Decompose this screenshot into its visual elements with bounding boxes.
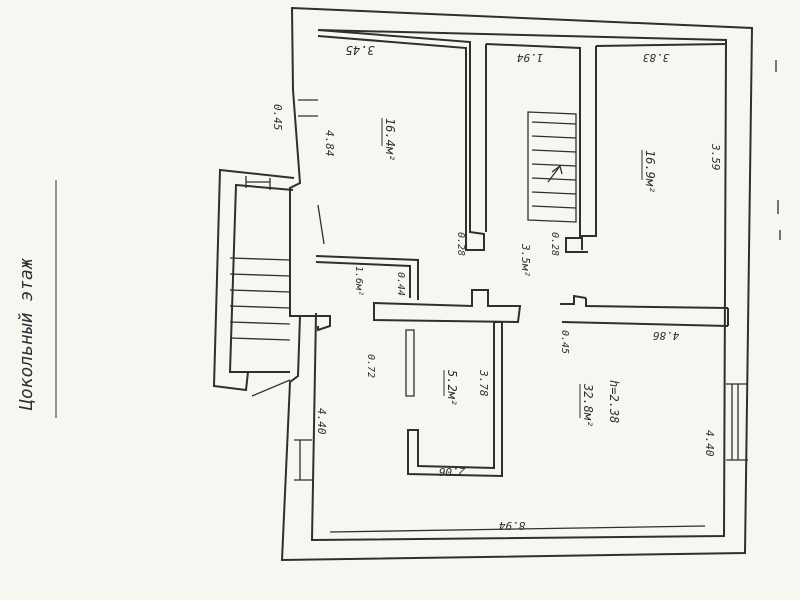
label-overall-width: 8.94: [499, 519, 526, 532]
label-room-bottom-right-width: 4.86: [652, 329, 679, 342]
entrance-stair-steps: [229, 257, 291, 341]
label-stair-hall-width: 1.94: [517, 51, 544, 64]
hall-stair-steps: [531, 121, 577, 209]
label-exterior-wall-thickness: 0.45: [271, 104, 284, 131]
label-room-bottom-right-area: 32.8м²: [581, 383, 595, 427]
room-top-left: [298, 29, 485, 251]
label-left-wall-length: 4.40: [315, 408, 328, 435]
label-room-top-left-width: 3.45: [346, 43, 376, 57]
label-partition-right: 0.28: [549, 232, 560, 256]
label-room-top-right-area: 16.9м²: [643, 150, 657, 193]
label-partition-left: 0.28: [455, 232, 466, 256]
label-corridor-length: 3.78: [477, 369, 490, 397]
room-small: [300, 255, 419, 397]
svg-text:Цокольный этаж: Цокольный этаж: [16, 257, 37, 411]
label-partition-corridor: 0.72: [365, 354, 376, 378]
room-bottom-right: [294, 308, 748, 481]
label-ceiling-height: h=2.38: [607, 380, 621, 423]
plan-title: Цокольный этаж: [16, 180, 57, 418]
label-room-top-left-height: 4.84: [323, 130, 336, 157]
stair-direction-arrow: [547, 164, 563, 183]
window-right: [726, 383, 748, 461]
label-small-room-area: 1.6м²: [353, 266, 364, 296]
label-room-top-right-width: 3.83: [643, 51, 671, 64]
room-top-right: [581, 43, 781, 309]
label-right-wall-length: 4.40: [703, 430, 716, 457]
exterior-wall-inner: [310, 29, 728, 542]
window-left: [294, 439, 312, 481]
exterior-wall-outer: [280, 6, 754, 562]
label-interior-wall-thickness: 0.45: [559, 330, 570, 354]
label-corridor-width: 2.06: [438, 465, 465, 478]
label-small-room-size: 0.44: [395, 272, 406, 296]
label-room-top-right-height: 3.59: [709, 143, 722, 171]
corridor: [407, 321, 503, 478]
entrance-stair-block: [212, 168, 325, 397]
overall-dimension-line: [329, 525, 706, 533]
label-corridor-area: 5.2м²: [445, 370, 459, 406]
stair-hall: [485, 43, 588, 253]
central-partition: [373, 289, 729, 327]
label-room-top-left-area: 16.4м²: [383, 118, 397, 161]
label-stair-hall-area: 3.5м²: [519, 243, 532, 277]
